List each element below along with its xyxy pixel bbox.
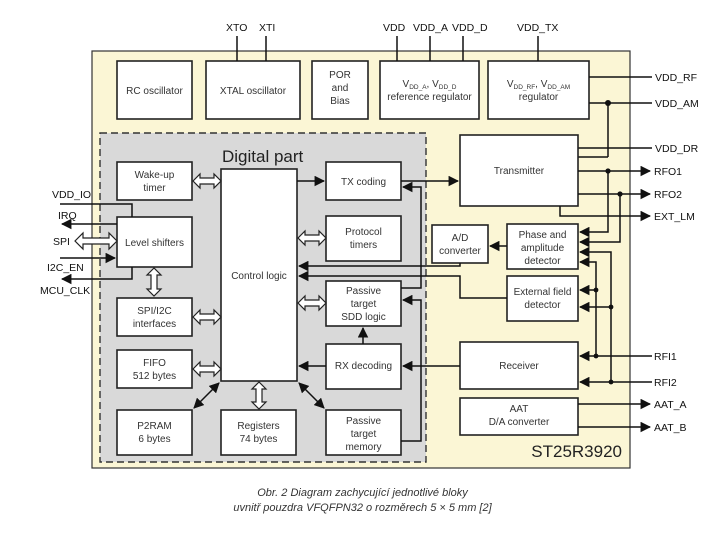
svg-text:D/A converter: D/A converter — [489, 417, 550, 428]
svg-text:Bias: Bias — [330, 96, 349, 107]
svg-text:Phase and: Phase and — [519, 230, 567, 241]
svg-text:SPI/I2C: SPI/I2C — [137, 306, 171, 317]
fifo-block: FIFO 512 bytes — [116, 349, 193, 389]
pin-vdd-tx: VDD_TX — [517, 22, 558, 34]
external-field-detector-block: External field detector — [506, 275, 579, 322]
pin-xti: XTI — [259, 22, 275, 34]
receiver-block: Receiver — [459, 341, 579, 390]
transmitter-block: Transmitter — [459, 134, 579, 207]
svg-text:Transmitter: Transmitter — [494, 166, 545, 177]
reference-regulator-block: VDD_A, VDD_D reference regulator — [379, 60, 480, 120]
bus-arrows — [74, 172, 327, 410]
level-shifters-block: Level shifters — [116, 216, 193, 268]
svg-text:74 bytes: 74 bytes — [240, 434, 278, 445]
pin-vdd-rf: VDD_RF — [655, 72, 697, 84]
svg-text:target: target — [351, 299, 377, 310]
pin-aat-b: AAT_B — [654, 422, 686, 434]
svg-text:VDD_RF, VDD_AM: VDD_RF, VDD_AM — [507, 79, 570, 91]
pin-vdd-dr: VDD_DR — [655, 143, 699, 155]
svg-text:512 bytes: 512 bytes — [133, 371, 176, 382]
svg-text:timers: timers — [350, 240, 377, 251]
rc-oscillator-block: RC oscillator — [116, 60, 193, 120]
svg-text:POR: POR — [329, 70, 351, 81]
svg-text:RX decoding: RX decoding — [335, 361, 392, 372]
pin-vdd-io: VDD_IO — [52, 189, 91, 201]
pin-aat-a: AAT_A — [654, 399, 686, 411]
svg-text:timer: timer — [143, 183, 166, 194]
ad-converter-block: A/D converter — [431, 224, 489, 264]
registers-block: Registers 74 bytes — [220, 409, 297, 456]
svg-text:External field: External field — [514, 287, 572, 298]
pin-vdd-d: VDD_D — [452, 22, 488, 34]
pin-rfo2: RFO2 — [654, 189, 682, 201]
svg-text:P2RAM: P2RAM — [137, 421, 171, 432]
svg-text:interfaces: interfaces — [133, 319, 176, 330]
pin-rfi2: RFI2 — [654, 377, 677, 389]
tx-coding-block: TX coding — [325, 161, 402, 201]
svg-text:A/D: A/D — [452, 233, 469, 244]
pin-i2c-en: I2C_EN — [47, 262, 84, 274]
pin-rfo1: RFO1 — [654, 166, 682, 178]
caption-line-2: uvnitř pouzdra VFQFPN32 o rozměrech 5 × … — [233, 502, 492, 514]
pin-irq: IRQ — [58, 210, 77, 222]
svg-text:and: and — [332, 83, 349, 94]
pin-vdd: VDD — [383, 22, 406, 34]
svg-text:detector: detector — [524, 256, 561, 267]
svg-text:Registers: Registers — [237, 421, 279, 432]
digital-part-label: Digital part — [222, 147, 304, 166]
pin-ext-lm: EXT_LM — [654, 211, 695, 223]
pin-vdd-a: VDD_A — [413, 22, 448, 34]
spi-i2c-interfaces-block: SPI/I2C interfaces — [116, 297, 193, 337]
p2ram-block: P2RAM 6 bytes — [116, 409, 193, 456]
pin-rfi1: RFI1 — [654, 351, 677, 363]
svg-text:AAT: AAT — [510, 404, 529, 415]
control-logic-block: Control logic — [220, 168, 298, 382]
svg-text:FIFO: FIFO — [143, 358, 166, 369]
svg-text:Level shifters: Level shifters — [125, 238, 184, 249]
svg-text:XTAL oscillator: XTAL oscillator — [220, 86, 287, 97]
svg-text:TX coding: TX coding — [341, 177, 386, 188]
svg-text:regulator: regulator — [519, 92, 559, 103]
svg-text:6 bytes: 6 bytes — [138, 434, 170, 445]
svg-text:RC oscillator: RC oscillator — [126, 86, 183, 97]
passive-target-sdd-logic-block: Passive target SDD logic — [325, 280, 402, 327]
svg-text:amplitude: amplitude — [521, 243, 565, 254]
svg-text:memory: memory — [345, 442, 381, 453]
rx-decoding-block: RX decoding — [325, 343, 402, 390]
wakeup-timer-block: Wake-up timer — [116, 161, 193, 201]
svg-text:detector: detector — [524, 300, 561, 311]
chip-name: ST25R3920 — [531, 442, 622, 461]
svg-text:target: target — [351, 429, 377, 440]
aat-dac-block: AAT D/A converter — [459, 397, 579, 436]
svg-text:SDD logic: SDD logic — [341, 312, 385, 323]
xtal-oscillator-block: XTAL oscillator — [205, 60, 301, 120]
por-bias-block: POR and Bias — [311, 60, 369, 120]
svg-text:Wake-up: Wake-up — [135, 170, 175, 181]
svg-text:Passive: Passive — [346, 416, 381, 427]
passive-target-memory-block: Passive target memory — [325, 409, 402, 456]
pin-vdd-am: VDD_AM — [655, 98, 699, 110]
svg-text:VDD_A, VDD_D: VDD_A, VDD_D — [403, 79, 457, 91]
svg-text:Protocol: Protocol — [345, 227, 382, 238]
caption-line-1: Obr. 2 Diagram zachycující jednotlivé bl… — [257, 487, 468, 499]
protocol-timers-block: Protocol timers — [325, 215, 402, 262]
svg-text:converter: converter — [439, 246, 481, 257]
svg-text:reference regulator: reference regulator — [387, 92, 472, 103]
rf-am-regulator-block: VDD_RF, VDD_AM regulator — [487, 60, 590, 120]
svg-text:Passive: Passive — [346, 286, 381, 297]
svg-text:Receiver: Receiver — [499, 361, 539, 372]
phase-amplitude-detector-block: Phase and amplitude detector — [506, 223, 579, 270]
pin-spi: SPI — [53, 236, 70, 248]
pin-mcu-clk: MCU_CLK — [40, 285, 90, 297]
svg-text:Control logic: Control logic — [231, 271, 287, 282]
pin-xto: XTO — [226, 22, 247, 34]
